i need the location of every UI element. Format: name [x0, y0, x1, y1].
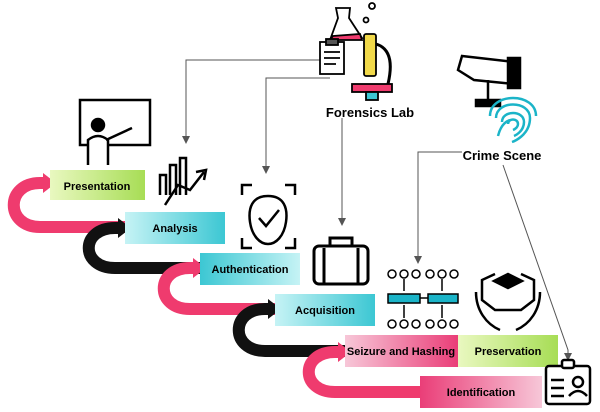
stage-label-acquisition: Acquisition [295, 305, 355, 317]
flow-arrowhead [338, 342, 351, 362]
presenter-icon [78, 98, 152, 165]
fingerprint-icon [488, 96, 538, 144]
stage-label-authentication: Authentication [212, 264, 289, 276]
face-verification-icon [240, 183, 297, 250]
stage-label-identification: Identification [447, 387, 516, 399]
flow-arrows [7, 173, 420, 398]
connector-lines [182, 59, 572, 361]
stage-label-seizure-hashing: Seizure and Hashing [347, 346, 455, 358]
id-card-icon [544, 358, 592, 406]
stage-box-preservation [458, 335, 558, 367]
stage-label-analysis: Analysis [152, 223, 197, 235]
hashing-network-icon [387, 269, 459, 329]
connector-lab-to-analysis [182, 59, 322, 144]
stage-boxes: Presentation Analysis Authentication Acq… [50, 170, 558, 408]
stage-box-acquisition [275, 294, 375, 326]
crime-scene-label: Crime Scene [463, 148, 542, 163]
flow-arrow-analysis-to-presentation [7, 177, 125, 233]
flow-arrow-identification-to-seizure [302, 346, 420, 398]
hands-box-icon [474, 272, 542, 332]
stage-box-authentication [200, 253, 300, 285]
cctv-camera-icon [456, 54, 522, 108]
flow-arrow-seizure-to-acquisition [232, 303, 345, 357]
stage-box-presentation [50, 170, 145, 200]
flow-arrowhead [118, 218, 131, 238]
flow-arrowhead [43, 173, 56, 193]
stage-label-preservation: Preservation [475, 346, 542, 358]
flow-arrowhead [193, 258, 206, 278]
stage-box-analysis [125, 212, 225, 244]
connector-scene-to-seizure [414, 151, 462, 264]
growth-chart-icon [158, 156, 208, 206]
flow-arrow-authentication-to-analysis [82, 222, 200, 274]
stage-box-seizure-hashing [345, 335, 458, 367]
forensics-lab-label: Forensics Lab [326, 105, 414, 120]
flow-arrowhead [268, 299, 281, 319]
briefcase-icon [312, 236, 370, 286]
flow-arrow-acquisition-to-authentication [157, 262, 275, 315]
forensics-lab-icon [319, 2, 393, 101]
stage-box-identification [420, 376, 542, 408]
connector-scene-to-identification [502, 164, 572, 361]
connector-lab-to-authentication [262, 77, 330, 174]
stage-label-presentation: Presentation [64, 181, 131, 193]
